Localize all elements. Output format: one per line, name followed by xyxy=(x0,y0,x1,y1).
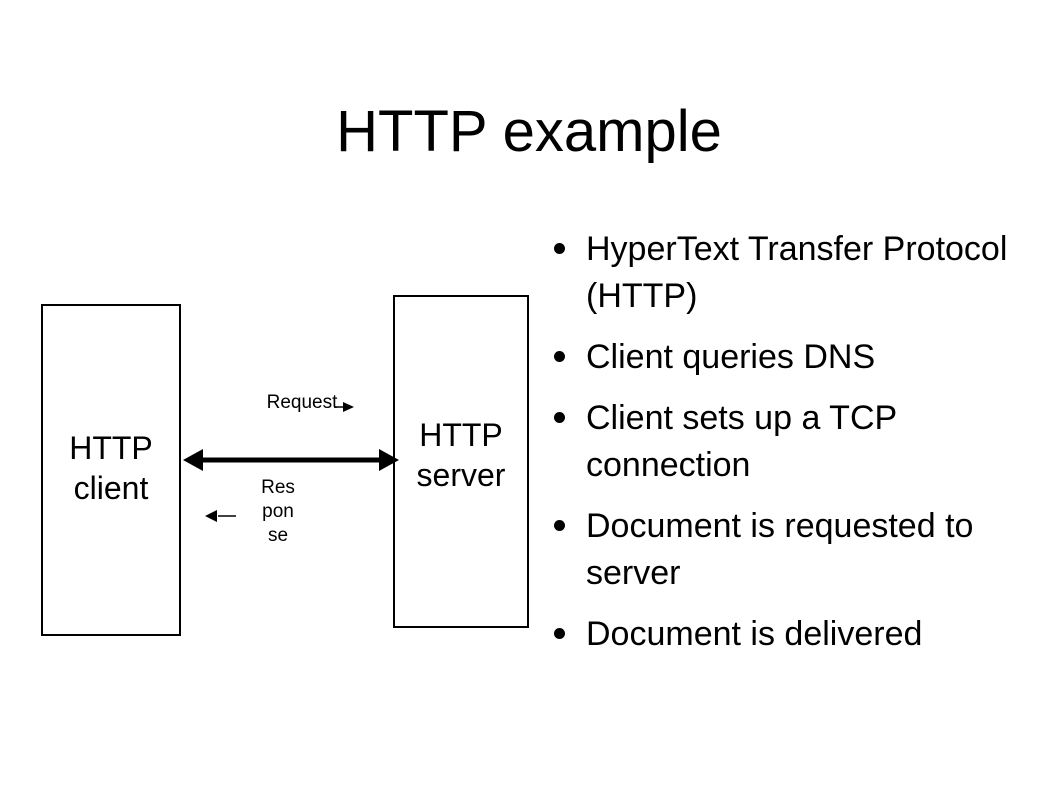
connection-arrowhead-right xyxy=(379,449,399,471)
slide-title: HTTP example xyxy=(336,99,722,164)
bullet-item: Document is delivered xyxy=(548,611,1048,658)
arrows-layer xyxy=(183,402,399,522)
http-server-label-line2: server xyxy=(416,457,506,493)
request-arrowhead xyxy=(343,402,354,412)
bullet-text: Client sets up a TCP connection xyxy=(586,399,897,484)
response-label: Res pon se xyxy=(248,476,308,548)
http-server-label-line1: HTTP xyxy=(419,417,503,453)
request-arrow xyxy=(334,402,354,412)
bullet-item: Client sets up a TCP connection xyxy=(548,395,1048,489)
http-server-label: HTTP server xyxy=(395,415,527,495)
bullet-text: HyperText Transfer Protocol (HTTP) xyxy=(586,230,1008,315)
bullet-text: Client queries DNS xyxy=(586,338,876,376)
bullet-dot-icon xyxy=(554,351,565,362)
bullet-item: Client queries DNS xyxy=(548,334,1048,381)
bullet-text: Document is delivered xyxy=(586,615,923,653)
http-client-label-line1: HTTP xyxy=(69,430,153,466)
response-label-line1: Res xyxy=(261,477,295,498)
bullet-text: Document is requested to server xyxy=(586,507,974,592)
response-label-line3: se xyxy=(267,525,289,546)
bullet-dot-icon xyxy=(554,520,565,531)
bullet-item: Document is requested to server xyxy=(548,503,1048,597)
bullet-dot-icon xyxy=(554,243,565,254)
bullet-dot-icon xyxy=(554,628,565,639)
bullet-dot-icon xyxy=(554,412,565,423)
response-arrow xyxy=(205,510,236,522)
response-arrowhead xyxy=(205,510,217,522)
bullet-list: HyperText Transfer Protocol (HTTP) Clien… xyxy=(548,226,1048,672)
response-label-line2: pon xyxy=(262,501,294,522)
bullet-item: HyperText Transfer Protocol (HTTP) xyxy=(548,226,1048,320)
connection-arrowhead-left xyxy=(183,449,203,471)
http-client-label-line2: client xyxy=(73,470,149,506)
connection-double-arrow xyxy=(183,449,399,471)
http-diagram: HTTP client HTTP server Request Res pon … xyxy=(41,295,529,636)
http-client-label: HTTP client xyxy=(43,428,179,508)
http-client-box: HTTP client xyxy=(41,304,181,636)
request-label: Request xyxy=(266,392,338,413)
